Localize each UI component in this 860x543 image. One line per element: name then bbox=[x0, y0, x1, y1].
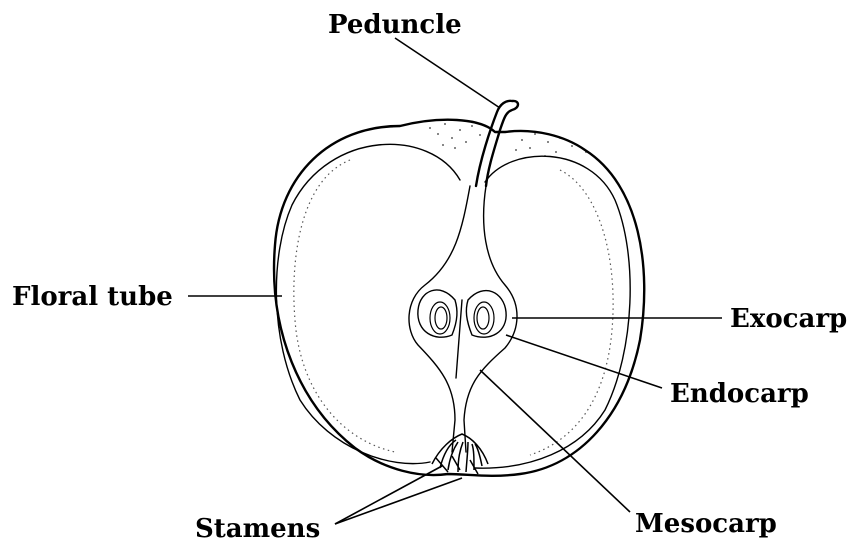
peduncle-stem bbox=[476, 101, 518, 186]
stipple-texture bbox=[429, 123, 587, 157]
exocarp-label: Exocarp bbox=[730, 304, 847, 334]
mesocarp-label: Mesocarp bbox=[635, 509, 777, 539]
peduncle-leader bbox=[395, 38, 500, 108]
endocarp-label: Endocarp bbox=[670, 379, 809, 409]
mesocarp-leader bbox=[480, 370, 630, 512]
seed-left-inner bbox=[435, 307, 447, 329]
peduncle-label: Peduncle bbox=[328, 10, 462, 40]
left-lobe-outline bbox=[276, 144, 460, 463]
vascular-dots-left bbox=[294, 160, 395, 452]
carpel-left bbox=[418, 290, 457, 337]
stamens-leader-2 bbox=[335, 478, 462, 524]
vascular-dots-right bbox=[530, 170, 613, 455]
floral-tube-label: Floral tube bbox=[12, 282, 173, 312]
core-column-right bbox=[464, 186, 517, 452]
stamens-leader-1 bbox=[335, 466, 442, 524]
stamens-label: Stamens bbox=[195, 514, 320, 543]
fruit-outline bbox=[274, 120, 644, 476]
carpel-right bbox=[466, 291, 506, 338]
seed-right-inner bbox=[477, 307, 489, 329]
